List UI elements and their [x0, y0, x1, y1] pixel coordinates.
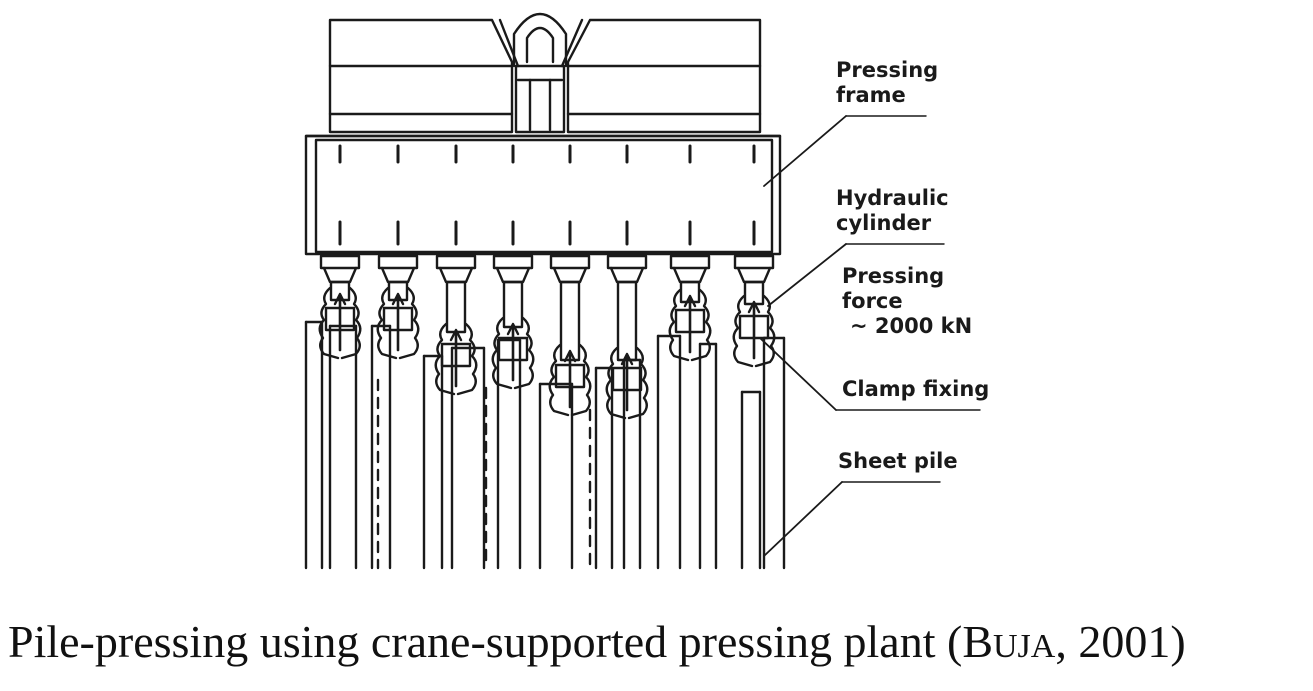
leader-sheet-pile	[763, 481, 843, 557]
sheet-pile-2	[328, 324, 358, 570]
clamp-5	[548, 343, 592, 417]
hydraulic-cylinder-8	[733, 254, 775, 306]
leader-clamp-fixing	[759, 337, 837, 411]
hydraulic-cylinder-3	[435, 254, 477, 334]
hydraulic-cylinder-4	[492, 254, 534, 329]
pressing-frame	[304, 134, 782, 256]
label-pressing-frame: Pressing frame	[836, 58, 939, 107]
lifting-eye	[512, 13, 568, 134]
sheet-pile-4	[422, 354, 444, 570]
leader-pressing-frame	[763, 115, 847, 187]
figure-caption: Pile-pressing using crane-supported pres…	[8, 616, 1186, 667]
weight-block-right	[566, 18, 762, 134]
hydraulic-cylinder-5	[549, 254, 591, 362]
clamp-2	[376, 286, 420, 360]
sheet-pile-11	[698, 342, 718, 570]
leader-hydraulic-cylinder	[767, 243, 847, 307]
label-pressing-force: Pressing force ~ 2000 kN	[842, 264, 973, 338]
clamp-7	[668, 288, 712, 362]
sheet-pile-12	[740, 390, 762, 570]
sheet-pile-1	[304, 320, 324, 570]
sheet-pile-6	[496, 338, 522, 570]
label-clamp-fixing: Clamp fixing	[842, 377, 990, 401]
sheet-pile-13	[762, 336, 786, 570]
hydraulic-cylinder-6	[606, 254, 648, 362]
sheet-pile-8	[594, 366, 614, 570]
clamp-1	[318, 286, 362, 360]
sheet-pile-10	[656, 334, 682, 570]
sheet-pile-3	[370, 324, 392, 570]
sheet-pile-5	[450, 346, 486, 570]
sheet-pile-9	[622, 358, 642, 570]
upper-weight-blocks	[328, 18, 762, 134]
label-hydraulic-cylinder: Hydraulic cylinder	[836, 186, 949, 235]
label-sheet-pile: Sheet pile	[838, 449, 958, 473]
sheet-pile-7	[538, 382, 574, 570]
pressing-plant-drawing	[304, 13, 981, 570]
clamp-8	[732, 294, 776, 368]
hydraulic-cylinder-1	[319, 254, 361, 302]
